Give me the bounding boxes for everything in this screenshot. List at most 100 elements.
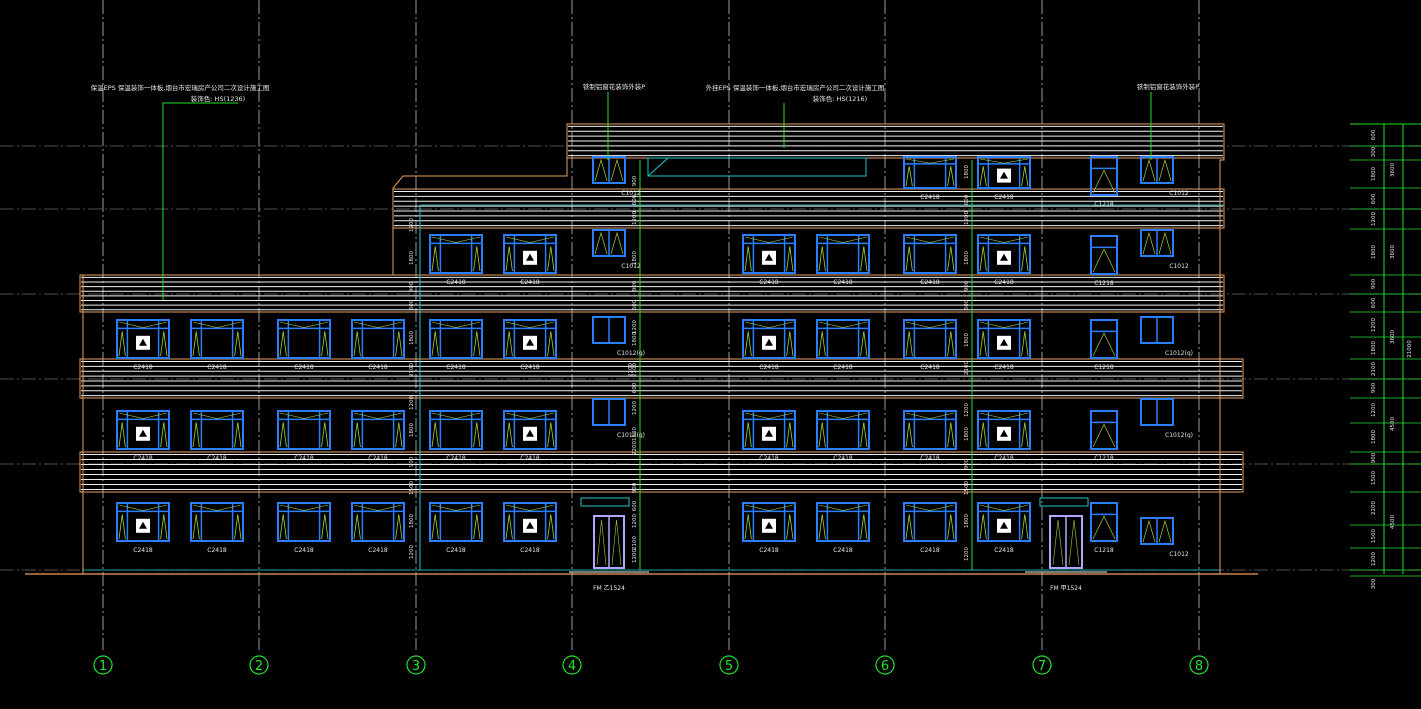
- dimension-text: 3600: [1390, 163, 1396, 177]
- window-frame: [742, 319, 796, 359]
- window-label: C2418: [368, 455, 388, 462]
- window-frame: [277, 319, 331, 359]
- dimension-text: 600: [964, 299, 970, 310]
- window-label: C2418: [520, 547, 540, 554]
- window-glass-mark: [1158, 519, 1172, 543]
- window-frame: [503, 234, 557, 274]
- dimension-text: 1800: [964, 165, 970, 179]
- window-glass-mark: [905, 158, 955, 164]
- axis-bubble-circle: [1032, 655, 1052, 675]
- window-label: C2418: [994, 455, 1014, 462]
- floor-bands: [79, 123, 1244, 493]
- window-label: C1012: [621, 190, 641, 197]
- window-frame: [1090, 410, 1118, 450]
- dimension-text: 1200: [1371, 212, 1377, 226]
- window-glass-mark: [905, 321, 955, 328]
- window-glass-mark: [1142, 158, 1156, 182]
- roof-band: [566, 123, 1225, 159]
- window-label: C1012: [1169, 190, 1189, 197]
- window-label: C2418: [920, 364, 940, 371]
- window-frame: [351, 410, 405, 450]
- window-c2418: C2418: [903, 156, 957, 201]
- window-label: C1012: [621, 263, 641, 270]
- window-frame: [429, 319, 483, 359]
- window-label: C2418: [520, 364, 540, 371]
- dimension-text: 1200: [1371, 403, 1377, 417]
- window-c2418: C2418: [742, 319, 796, 371]
- window-label: C1218: [1094, 455, 1114, 462]
- window-glass-mark: [786, 514, 794, 540]
- window-glass-mark: [321, 514, 329, 540]
- window-glass-mark: [431, 321, 481, 328]
- window-glass-mark: [979, 246, 987, 272]
- axis-bubble-label: 8: [1195, 659, 1203, 674]
- dimension-text: 1800: [632, 251, 638, 265]
- window-mark-icon: [765, 338, 773, 346]
- dimension-text: 2100: [628, 363, 634, 377]
- dimension-text: 1800: [1371, 341, 1377, 355]
- axis-bubble-label: 1: [99, 659, 107, 674]
- window-label: C2418: [294, 547, 314, 554]
- window-glass-mark: [947, 422, 955, 448]
- window-frame: [429, 410, 483, 450]
- dimension-text: 2200: [1371, 501, 1377, 515]
- window-glass-mark: [192, 514, 200, 540]
- axis-bubble-6: 6: [875, 655, 895, 675]
- window-c1218: C1218: [1090, 502, 1118, 554]
- window-label: C1218: [1094, 201, 1114, 208]
- window-glass-mark: [979, 166, 987, 187]
- window-glass-mark: [905, 422, 913, 448]
- dimension-text: 1500: [1371, 471, 1377, 485]
- window-glass-mark: [547, 246, 555, 272]
- window-mark-icon: [139, 338, 147, 346]
- window-label: C2418: [446, 455, 466, 462]
- leader-lines: [162, 92, 1152, 300]
- window-c1218: C1218: [1090, 410, 1118, 462]
- window-c2418: C2418: [503, 319, 557, 371]
- window-glass-mark: [118, 412, 168, 419]
- window-glass-mark: [321, 331, 329, 357]
- window-glass-mark: [786, 422, 794, 448]
- axis-bubble-label: 7: [1038, 659, 1046, 674]
- window-mark-icon: [765, 253, 773, 261]
- window-frame: [190, 502, 244, 542]
- window-glass-mark: [505, 504, 555, 511]
- annotation-text: 铁制铝窗花装饰外装P: [1137, 82, 1200, 91]
- window-c1012: C1012(q): [1140, 398, 1193, 439]
- window-label: C2418: [920, 455, 940, 462]
- axis-bubble-5: 5: [719, 655, 739, 675]
- axis-bubble-label: 5: [725, 659, 733, 674]
- window-c2418: C2418: [816, 410, 870, 462]
- window-c2418: C2418: [503, 410, 557, 462]
- window-glass-mark: [279, 321, 329, 328]
- window-glass-mark: [1158, 158, 1172, 182]
- dimension-text: 1800: [964, 251, 970, 265]
- window-label: C1012: [1169, 551, 1189, 558]
- dimension-text: 4500: [1390, 417, 1396, 431]
- window-mark-icon: [1000, 338, 1008, 346]
- window-glass-mark: [786, 246, 794, 272]
- dimension-text: 1200: [632, 549, 638, 563]
- window-c2418: C2418: [816, 502, 870, 554]
- window-glass-mark: [160, 331, 168, 357]
- door-glass-mark: [1052, 519, 1064, 566]
- window-c2418: C2418: [190, 410, 244, 462]
- window-mark-icon: [1000, 429, 1008, 437]
- window-label: C2418: [920, 194, 940, 201]
- window-glass-mark: [818, 422, 826, 448]
- window-c2418: C2418: [903, 410, 957, 462]
- window-glass-mark: [979, 321, 1029, 328]
- window-glass-mark: [547, 514, 555, 540]
- dimension-text: 600: [632, 500, 638, 511]
- window-c1012: C1012: [592, 156, 641, 197]
- window-label: C2418: [994, 364, 1014, 371]
- window-label: C2418: [446, 279, 466, 286]
- dimension-group: 9006001200180090060012001800210060012001…: [409, 123, 1421, 589]
- annotation-text: 保温EPS 保温装饰一体板,烟台市宏瑞房产公司二次设计施工图: [91, 83, 270, 92]
- window-glass-mark: [905, 166, 913, 187]
- band-level-4: [392, 188, 1225, 229]
- window-glass-mark: [192, 422, 200, 448]
